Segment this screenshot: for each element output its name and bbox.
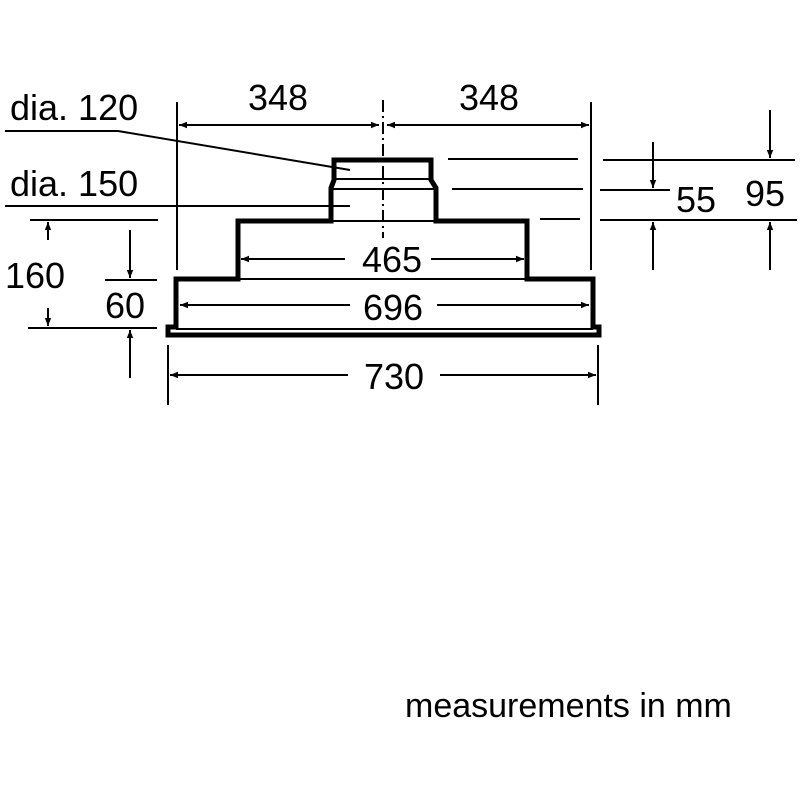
half-width-dimension: 348 348 xyxy=(176,77,592,270)
collar-height-label: 55 xyxy=(676,179,716,220)
middle-width-label: 465 xyxy=(362,239,422,280)
total-width-dimension: 730 xyxy=(167,345,599,405)
dia-120-label: dia. 120 xyxy=(10,87,138,128)
inner-width-dimension: 696 xyxy=(180,287,589,328)
left-half-width-label: 348 xyxy=(248,77,308,118)
outlet-height-label: 95 xyxy=(745,173,785,214)
inner-width-label: 696 xyxy=(363,287,423,328)
height-dimensions-right: 55 95 xyxy=(448,110,797,270)
dia-150-label: dia. 150 xyxy=(10,163,138,204)
units-caption: measurements in mm xyxy=(405,687,732,725)
middle-width-dimension: 465 xyxy=(241,239,524,280)
diameter-leaders: dia. 120 dia. 150 xyxy=(5,87,351,207)
height-dimensions-left: 160 60 xyxy=(5,219,158,378)
hood-body-outline xyxy=(165,157,602,338)
base-height-label: 60 xyxy=(105,285,145,326)
total-height-label: 160 xyxy=(5,255,65,296)
total-width-label: 730 xyxy=(364,356,424,397)
right-half-width-label: 348 xyxy=(459,77,519,118)
